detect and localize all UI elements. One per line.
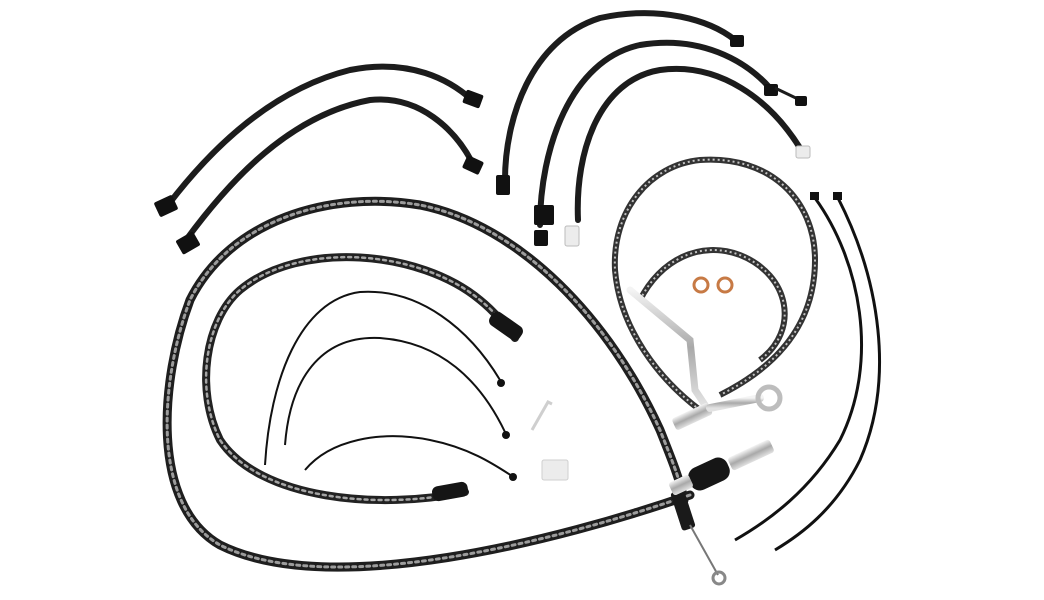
throttle-cable — [202, 253, 523, 505]
brake-line — [611, 156, 819, 430]
wiring-harness-right — [496, 10, 811, 247]
clutch-cable — [162, 196, 774, 586]
cable-ties — [734, 192, 881, 552]
copper-washers — [692, 276, 734, 294]
thin-wires — [264, 290, 569, 481]
wiring-harness-left — [154, 63, 484, 255]
